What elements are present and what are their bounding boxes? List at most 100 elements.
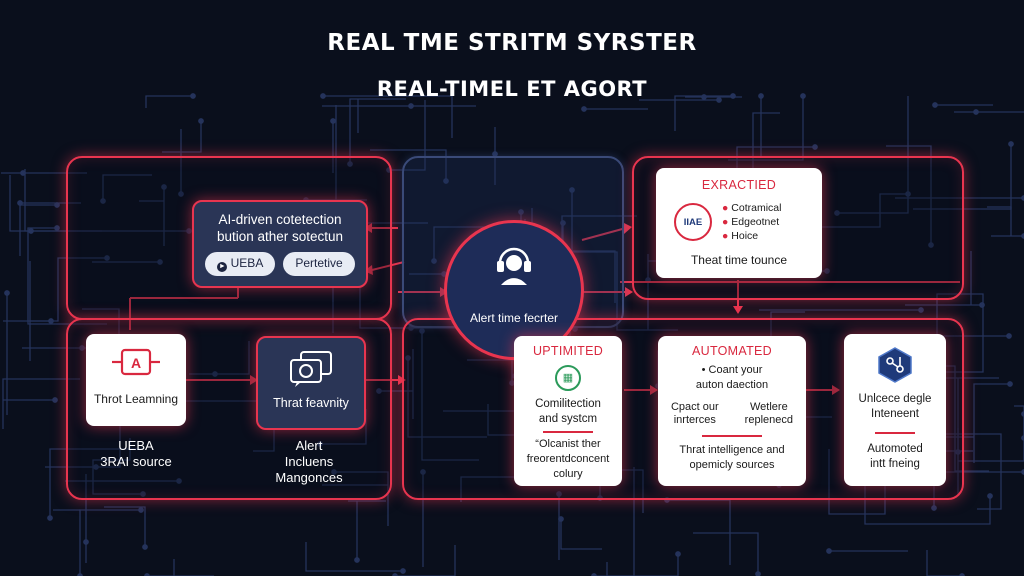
circuit-node	[716, 97, 722, 103]
iiae-logo-text: IIAE	[683, 216, 703, 228]
agent-headset-icon	[497, 247, 531, 285]
pertetive-pill[interactable]: Pertetive	[283, 252, 355, 276]
ueba-pill[interactable]: ► UEBA	[205, 252, 276, 276]
alert-caption-line1: Alert	[295, 438, 323, 453]
left-caption-line2: 3RAI source	[100, 454, 172, 469]
circuit-node	[376, 388, 382, 394]
unique-line2: Inteneent	[871, 408, 919, 420]
circuit-trace	[2, 378, 80, 429]
left-caption-line1: UEBA	[118, 438, 154, 453]
ai-detection-card[interactable]: AI-driven cotetection bution ather sotec…	[192, 200, 368, 288]
circuit-node	[190, 93, 196, 99]
circuit-node	[973, 109, 979, 115]
circuit-trace	[92, 438, 143, 495]
extracted-item-3: ● Hoice	[722, 230, 759, 242]
unique-divider	[875, 432, 915, 434]
circuit-node	[400, 568, 406, 574]
automated-col-right-2: replenecd	[744, 414, 793, 426]
circuit-trace	[752, 112, 780, 192]
circuit-node	[161, 184, 167, 190]
circuit-node	[1007, 381, 1013, 387]
circuit-trace	[562, 223, 616, 303]
optimized-card[interactable]: UPTIMITED ▦ Comilitection and systcm “Ol…	[514, 336, 622, 486]
ai-chip-icon: A	[112, 348, 160, 376]
circuit-trace	[19, 204, 57, 256]
circuit-node	[812, 144, 818, 150]
automated-col-left-1: Cpact our	[670, 401, 719, 413]
circuit-node	[54, 225, 60, 231]
automated-card[interactable]: AUTOMATED • Coant your auton daection Cp…	[658, 336, 806, 486]
extracted-item-2: ● Edgeotnet	[722, 216, 780, 228]
circuit-trace	[905, 251, 982, 306]
circuit-node	[47, 515, 53, 521]
circuit-node	[419, 328, 425, 334]
automated-divider	[702, 435, 762, 437]
hexagon-network-icon	[844, 346, 946, 384]
circuit-node	[79, 345, 85, 351]
unique-line1: Unlcece degle	[858, 393, 932, 405]
circuit-trace	[805, 193, 908, 228]
circuit-node	[138, 507, 144, 513]
circuit-trace	[53, 509, 81, 576]
threat-activity-card[interactable]: Thrat feavnity	[256, 336, 366, 430]
circuit-node	[320, 93, 326, 99]
circuit-node	[100, 198, 106, 204]
circuit-trace	[407, 358, 487, 438]
circuit-node	[928, 242, 934, 248]
circuit-node	[104, 255, 110, 261]
circuit-node	[212, 371, 218, 377]
circuit-trace	[594, 467, 635, 576]
circuit-node	[331, 469, 337, 475]
circuit-node	[140, 491, 146, 497]
ai-card-line2: bution ather sotectun	[216, 229, 344, 244]
circuit-trace	[926, 550, 962, 576]
circuit-trace	[349, 98, 406, 164]
threat-learning-card[interactable]: A Throt Leamning	[86, 334, 186, 426]
play-icon: ►	[217, 262, 228, 272]
circuit-trace	[162, 121, 202, 153]
ueba-pill-label: UEBA	[230, 256, 264, 270]
circuit-trace	[49, 448, 143, 518]
circuit-trace	[322, 471, 389, 526]
circuit-node	[755, 571, 761, 576]
circuit-trace	[864, 476, 991, 525]
unique-intent-card[interactable]: Unlcece degle Inteneent Automoted intt f…	[844, 334, 946, 486]
circuit-trace	[987, 206, 1024, 237]
circuit-trace	[104, 506, 146, 547]
circuit-node	[186, 228, 192, 234]
circuit-node	[1006, 333, 1012, 339]
extracted-card[interactable]: EXRACTIED IIAE ● Cotramical ● Edgeotnet …	[656, 168, 822, 278]
document-check-icon: ▦	[555, 365, 581, 391]
circuit-node	[979, 302, 985, 308]
circuit-trace	[895, 383, 1010, 463]
optimized-line2: and systcm	[538, 413, 598, 425]
circuit-node	[932, 102, 938, 108]
circuit-node	[52, 397, 58, 403]
diagram-title: REAL TME STRITM SYRSTER	[327, 30, 697, 56]
circuit-trace	[379, 349, 414, 419]
circuit-trace	[139, 187, 165, 246]
circuit-node	[142, 544, 148, 550]
circuit-node	[931, 505, 937, 511]
circuit-node	[347, 161, 353, 167]
circuit-node	[1008, 141, 1014, 147]
circuit-node	[157, 259, 163, 265]
circuit-trace	[9, 175, 102, 232]
circuit-trace	[837, 96, 909, 214]
circuit-node	[93, 464, 99, 470]
circuit-node	[198, 118, 204, 124]
circuit-node	[354, 557, 360, 563]
circuit-trace	[305, 542, 403, 572]
circuit-node	[556, 491, 562, 497]
diagram-subtitle: REAL-TIMEL ET AGORT	[376, 77, 648, 101]
unique-line3: Automoted	[867, 443, 923, 455]
automated-col-right-1: Wetlere	[749, 401, 788, 413]
circuit-trace	[189, 341, 250, 375]
iiae-logo-icon: IIAE	[674, 203, 712, 241]
circuit-trace	[913, 144, 1012, 210]
circuit-node	[518, 209, 524, 215]
ai-card-line1: AI-driven cotetection	[218, 212, 342, 227]
automated-footer-1: Thrat intelligence and	[679, 444, 785, 456]
extracted-header: EXRACTIED	[701, 178, 777, 192]
circuit-node	[317, 441, 323, 447]
